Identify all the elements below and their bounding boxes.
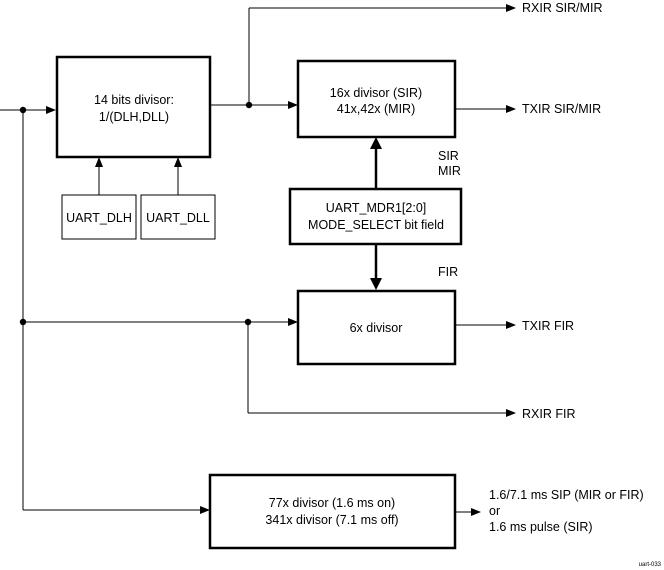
out-pulse-line1: 1.6/7.1 ms SIP (MIR or FIR) xyxy=(489,488,644,502)
label-sir: SIR xyxy=(438,149,459,163)
block-uart-dll: UART_DLL xyxy=(140,194,216,240)
arrow-into-div6 xyxy=(288,318,298,326)
arrow-rxir-sir xyxy=(506,4,516,12)
mode-labels: SIR MIR FIR xyxy=(438,149,461,279)
arrow-dlh xyxy=(95,157,103,167)
out-rxir-fir: RXIR FIR xyxy=(522,407,575,421)
arrow-into-div14 xyxy=(46,106,56,114)
div77-line1: 77x divisor (1.6 ms on) xyxy=(269,496,395,510)
junction-div14-out xyxy=(245,101,253,109)
block-uart-mdr1: UART_MDR1[2:0] MODE_SELECT bit field xyxy=(288,187,463,246)
block-77x-divisor: 77x divisor (1.6 ms on) 341x divisor (7.… xyxy=(208,473,457,550)
arrow-into-div77 xyxy=(200,506,210,514)
arrow-mdr1-up xyxy=(370,137,382,149)
div16-line1: 16x divisor (SIR) xyxy=(330,86,422,100)
junction-div6-branch xyxy=(244,318,252,326)
junction-input xyxy=(19,106,27,114)
block-uart-dlh: UART_DLH xyxy=(61,194,137,240)
arrowheads xyxy=(46,4,516,516)
arrow-mdr1-down xyxy=(370,278,382,290)
junction-dots xyxy=(19,101,253,326)
div77-line2: 341x divisor (7.1 ms off) xyxy=(265,513,398,527)
arrow-txir-fir xyxy=(506,321,516,329)
div6-label: 6x divisor xyxy=(350,321,403,335)
block-14bit-divisor: 14 bits divisor: 1/(DLH,DLL) xyxy=(55,55,212,159)
block-16x-divisor: 16x divisor (SIR) 41x,42x (MIR) xyxy=(296,59,457,139)
label-mir: MIR xyxy=(438,164,461,178)
mdr1-line1: UART_MDR1[2:0] xyxy=(326,201,427,215)
mdr1-line2: MODE_SELECT bit field xyxy=(308,218,444,232)
figure-id: uart-033 xyxy=(639,562,662,568)
wires xyxy=(0,7,508,513)
out-txir-fir: TXIR FIR xyxy=(522,319,574,333)
junction-bus-div6 xyxy=(19,318,27,326)
div14-line1: 14 bits divisor: xyxy=(94,93,174,107)
label-fir: FIR xyxy=(438,265,458,279)
out-txir-sir-mir: TXIR SIR/MIR xyxy=(522,102,601,116)
arrow-txir-sir xyxy=(506,105,516,113)
out-pulse-line3: 1.6 ms pulse (SIR) xyxy=(489,520,593,534)
arrow-dll xyxy=(174,157,182,167)
div16-line2: 41x,42x (MIR) xyxy=(337,102,416,116)
arrow-rxir-fir xyxy=(506,409,516,417)
arrow-pulse-out xyxy=(471,508,481,516)
block-6x-divisor: 6x divisor xyxy=(296,289,457,366)
out-pulse-line2: or xyxy=(489,504,500,518)
uart-dlh-label: UART_DLH xyxy=(66,211,132,225)
div14-line2: 1/(DLH,DLL) xyxy=(99,110,169,124)
arrow-into-div16 xyxy=(288,101,298,109)
out-rxir-sir-mir: RXIR SIR/MIR xyxy=(522,1,603,15)
uart-dll-label: UART_DLL xyxy=(146,211,210,225)
output-labels: RXIR SIR/MIR TXIR SIR/MIR TXIR FIR RXIR … xyxy=(489,1,644,534)
